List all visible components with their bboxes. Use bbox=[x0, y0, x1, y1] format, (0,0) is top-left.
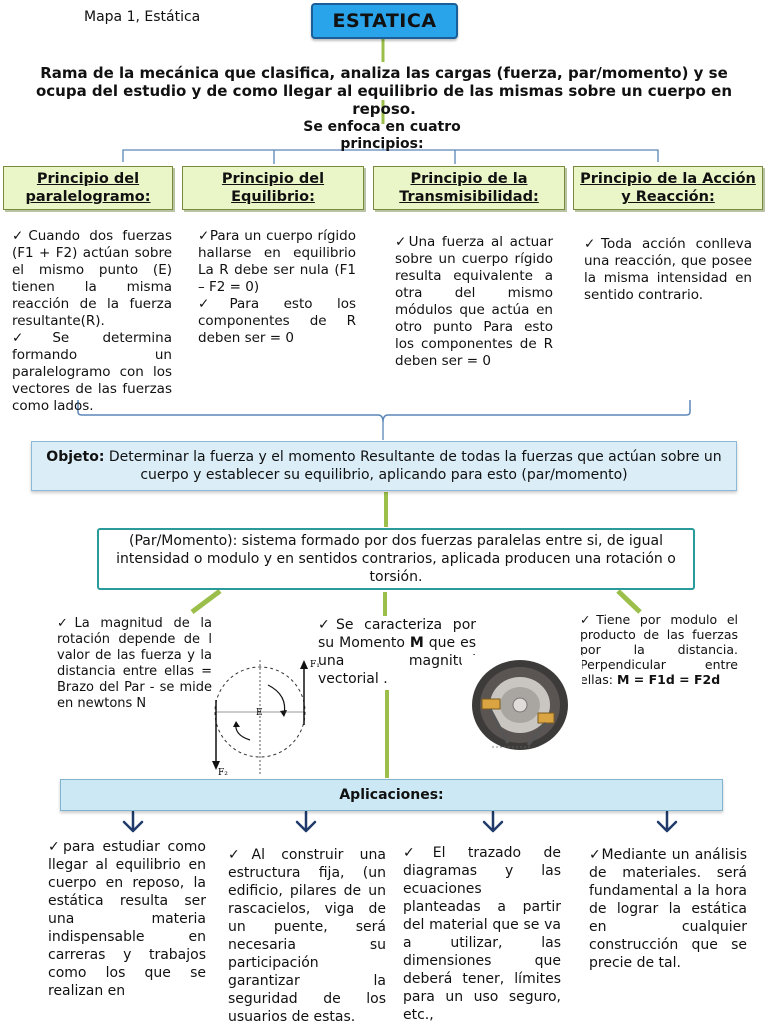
e-label: E bbox=[256, 708, 263, 718]
list-item: ✓Para esto los componentes de R deben se… bbox=[198, 296, 357, 346]
principle-transmissibility-header: Principio de la Transmisibilidad: bbox=[373, 166, 565, 210]
f2-label: F₂ bbox=[218, 768, 228, 778]
map-label: Mapa 1, Estática bbox=[84, 9, 201, 25]
principle-equilibrium-text: ✓Para un cuerpo rígido hallarse en equil… bbox=[198, 228, 356, 347]
objective-text: Determinar la fuerza y el momento Result… bbox=[104, 449, 722, 483]
objective-label: Objeto: bbox=[46, 449, 105, 465]
principle-action-reaction-text: ✓Toda acción conlleva una reacción, que … bbox=[584, 236, 752, 304]
list-item: ✓Toda acción conlleva una reacción, que … bbox=[584, 236, 752, 303]
applications-header: Aplicaciones: bbox=[60, 779, 723, 811]
principle-title: Principio de la Transmisibilidad: bbox=[399, 171, 539, 205]
list-item: ✓Se determina formando un paralelogramo … bbox=[12, 330, 172, 414]
principle-transmissibility-text: ✓Una fuerza al actuar sobre un cuerpo rí… bbox=[395, 234, 553, 370]
applications-title: Aplicaciones: bbox=[339, 787, 444, 803]
objective-box: Objeto: Determinar la fuerza y el moment… bbox=[31, 441, 737, 491]
f1-label: F₁ bbox=[310, 660, 320, 670]
list-item: ✓Cuando dos fuerzas (F1 + F2) actúan sob… bbox=[12, 228, 172, 329]
focus-text: Se enfoca en cuatro principios: bbox=[303, 119, 461, 152]
par-module-text: ✓Tiene por modulo el producto de las fue… bbox=[580, 612, 738, 687]
list-item: ✓Para un cuerpo rígido hallarse en equil… bbox=[198, 228, 357, 295]
brake-wheel-image bbox=[462, 655, 582, 755]
principle-action-reaction-header: Principio de la Acción y Reacción: bbox=[573, 166, 763, 210]
par-moment-text: ✓Se caracteriza por su Momento M que es … bbox=[318, 617, 477, 687]
principle-parallelogram-text: ✓Cuando dos fuerzas (F1 + F2) actúan sob… bbox=[12, 228, 172, 415]
application-item: ✓para estudiar como llegar al equilibrio… bbox=[48, 839, 206, 999]
list-item: ✓Una fuerza al actuar sobre un cuerpo rí… bbox=[395, 234, 553, 369]
principle-title: Principio de la Acción y Reacción: bbox=[580, 171, 756, 205]
couple-diagram-figure: F₁ F₂ E bbox=[212, 660, 320, 778]
intro-definition: Rama de la mecánica que clasifica, anali… bbox=[35, 64, 733, 118]
par-momento-text: (Par/Momento): sistema formado por dos f… bbox=[116, 533, 676, 585]
principle-equilibrium-header: Principio del Equilibrio: bbox=[182, 166, 364, 210]
application-item: ✓El trazado de diagramas y las ecuacione… bbox=[403, 845, 562, 1023]
principle-title: Principio del paralelogramo: bbox=[25, 171, 151, 205]
application-item: ✓Al construir una estructura fija, (un e… bbox=[228, 847, 387, 1025]
principle-parallelogram-header: Principio del paralelogramo: bbox=[3, 166, 173, 210]
application-item: ✓Mediante un análisis de materiales. ser… bbox=[589, 847, 747, 971]
principle-title: Principio del Equilibrio: bbox=[221, 171, 325, 205]
par-momento-box: (Par/Momento): sistema formado por dos f… bbox=[97, 528, 695, 590]
page-title: ESTATICA bbox=[311, 3, 458, 39]
par-magnitude-text: ✓La magnitud de la rotación depende de l… bbox=[57, 616, 212, 711]
